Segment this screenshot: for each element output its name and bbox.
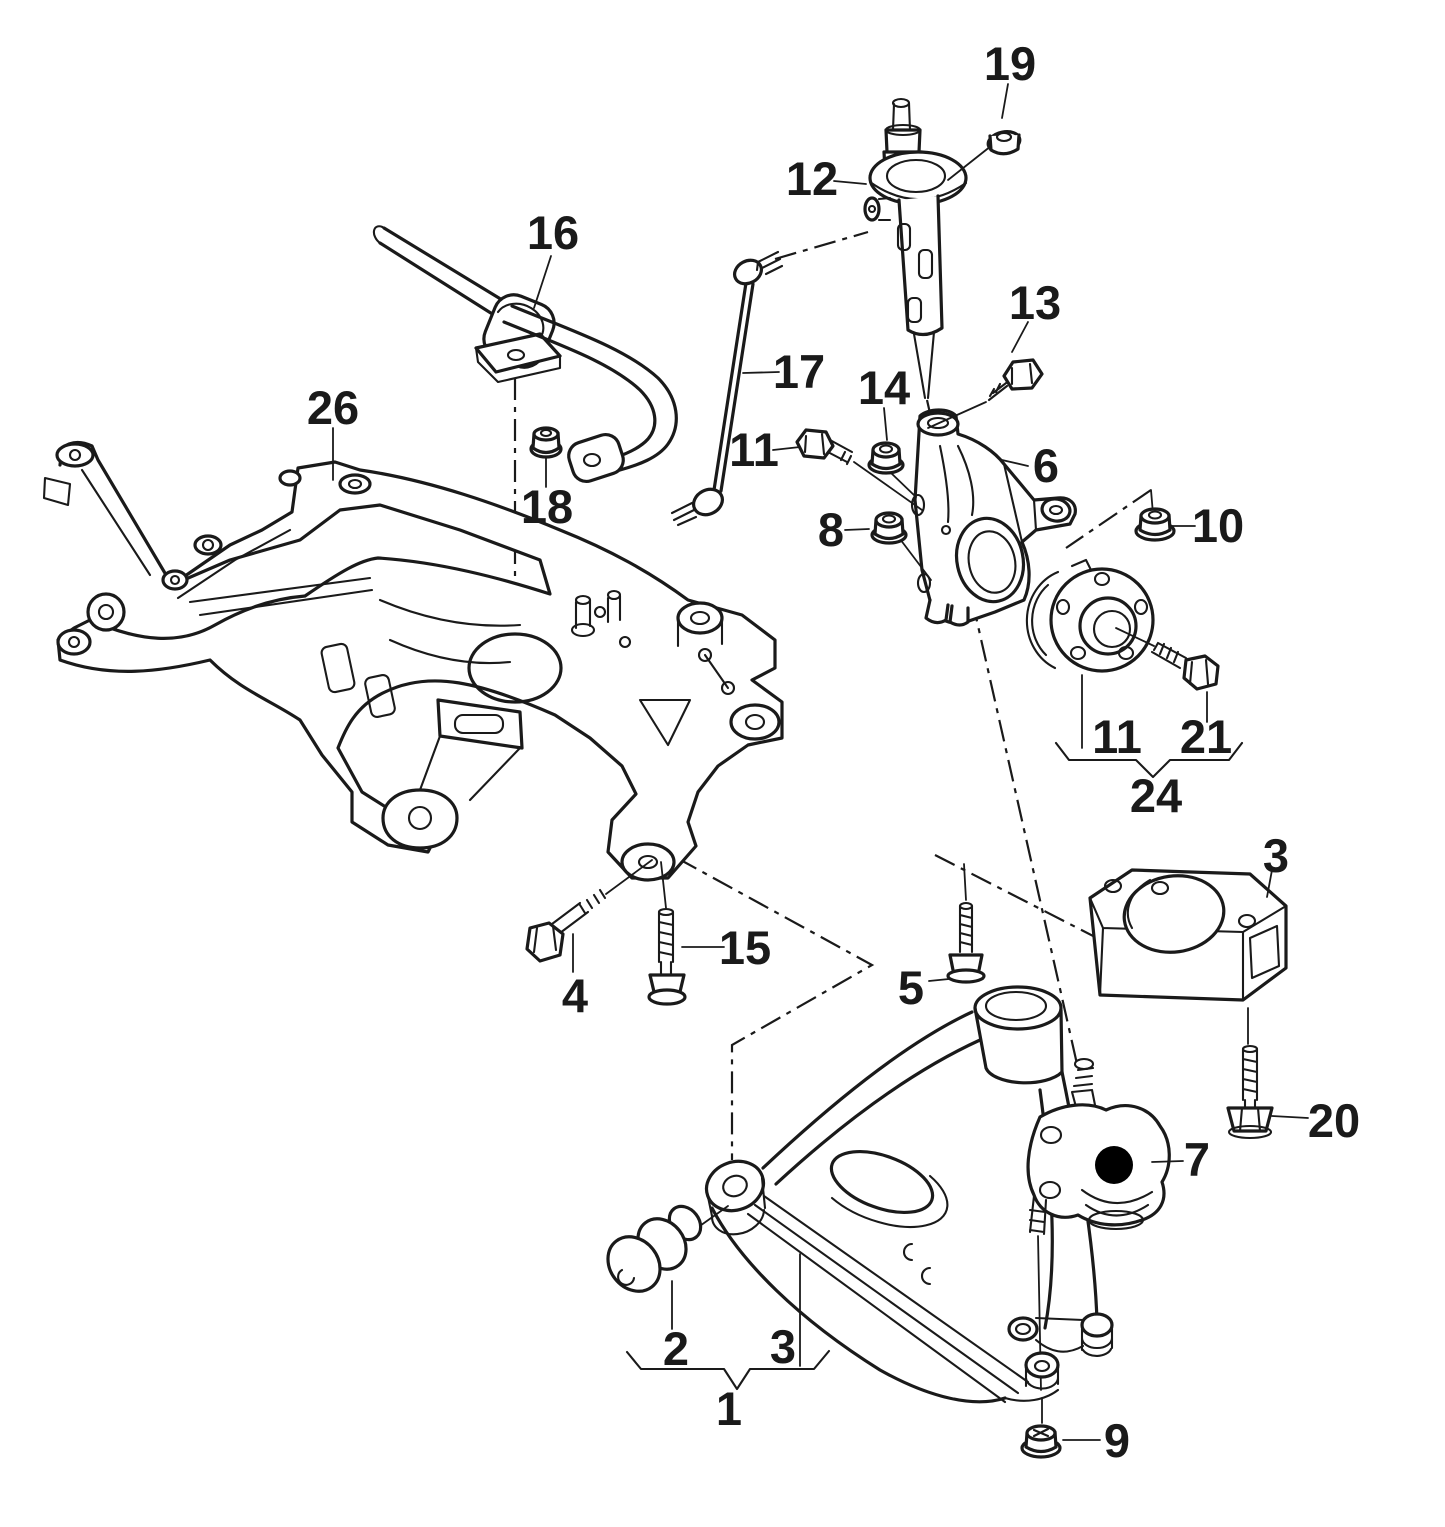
wheel-hub (1025, 558, 1155, 673)
wheel-bearing-housing (910, 408, 1077, 627)
arb-clamp-nut-18 (529, 426, 563, 459)
callout-7: 7 (1184, 1133, 1210, 1186)
ball-joint (1026, 1057, 1171, 1236)
knuckle-nut-8 (870, 511, 932, 581)
leader-lines (332, 83, 1309, 1441)
callout-4: 4 (562, 969, 588, 1022)
bolt-11 (795, 428, 923, 511)
bolt-5 (946, 863, 986, 984)
bolt-20 (1226, 1007, 1274, 1140)
clamp-nut-14 (867, 441, 917, 498)
front-bushing (606, 1204, 729, 1293)
callout-14: 14 (858, 361, 910, 414)
stabiliser-link (670, 250, 784, 527)
callout-21: 21 (1180, 710, 1232, 763)
callout-3b: 3 (770, 1320, 796, 1373)
bushing-bracket (1088, 868, 1288, 1002)
callout-8: 8 (818, 503, 844, 556)
strut (863, 97, 968, 400)
callout-13: 13 (1009, 276, 1061, 329)
callout-24: 24 (1130, 769, 1182, 822)
callout-2: 2 (663, 1322, 689, 1375)
callout-18: 18 (521, 480, 573, 533)
callout-15: 15 (719, 921, 771, 974)
callout-11b: 11 (1092, 710, 1142, 763)
callout-19: 19 (984, 37, 1036, 90)
callout-12: 12 (786, 152, 838, 205)
bolt-4 (525, 859, 653, 963)
callout-1: 1 (716, 1382, 742, 1435)
callout-labels: 19 12 16 17 26 13 14 11 6 8 10 18 15 4 5… (307, 37, 1360, 1467)
subframe (42, 440, 784, 882)
ball-joint-marker-dot (1095, 1146, 1133, 1184)
callout-6: 6 (1033, 439, 1059, 492)
callout-3a: 3 (1263, 829, 1289, 882)
knuckle-nut-10 (1134, 489, 1176, 542)
callout-20: 20 (1308, 1094, 1360, 1147)
balljoint-nut-9 (1020, 1424, 1062, 1459)
callout-16: 16 (527, 206, 579, 259)
anti-roll-bar (372, 225, 678, 484)
callout-26: 26 (307, 381, 359, 434)
bolt-15 (647, 861, 687, 1006)
strut-top-nut (947, 130, 1022, 181)
hub-bolt (1115, 627, 1220, 691)
callout-11a: 11 (729, 423, 779, 476)
bolt-13 (927, 358, 1044, 429)
callout-17: 17 (773, 345, 825, 398)
callout-10: 10 (1192, 499, 1244, 552)
callout-5: 5 (898, 961, 924, 1014)
callout-9: 9 (1104, 1414, 1130, 1467)
